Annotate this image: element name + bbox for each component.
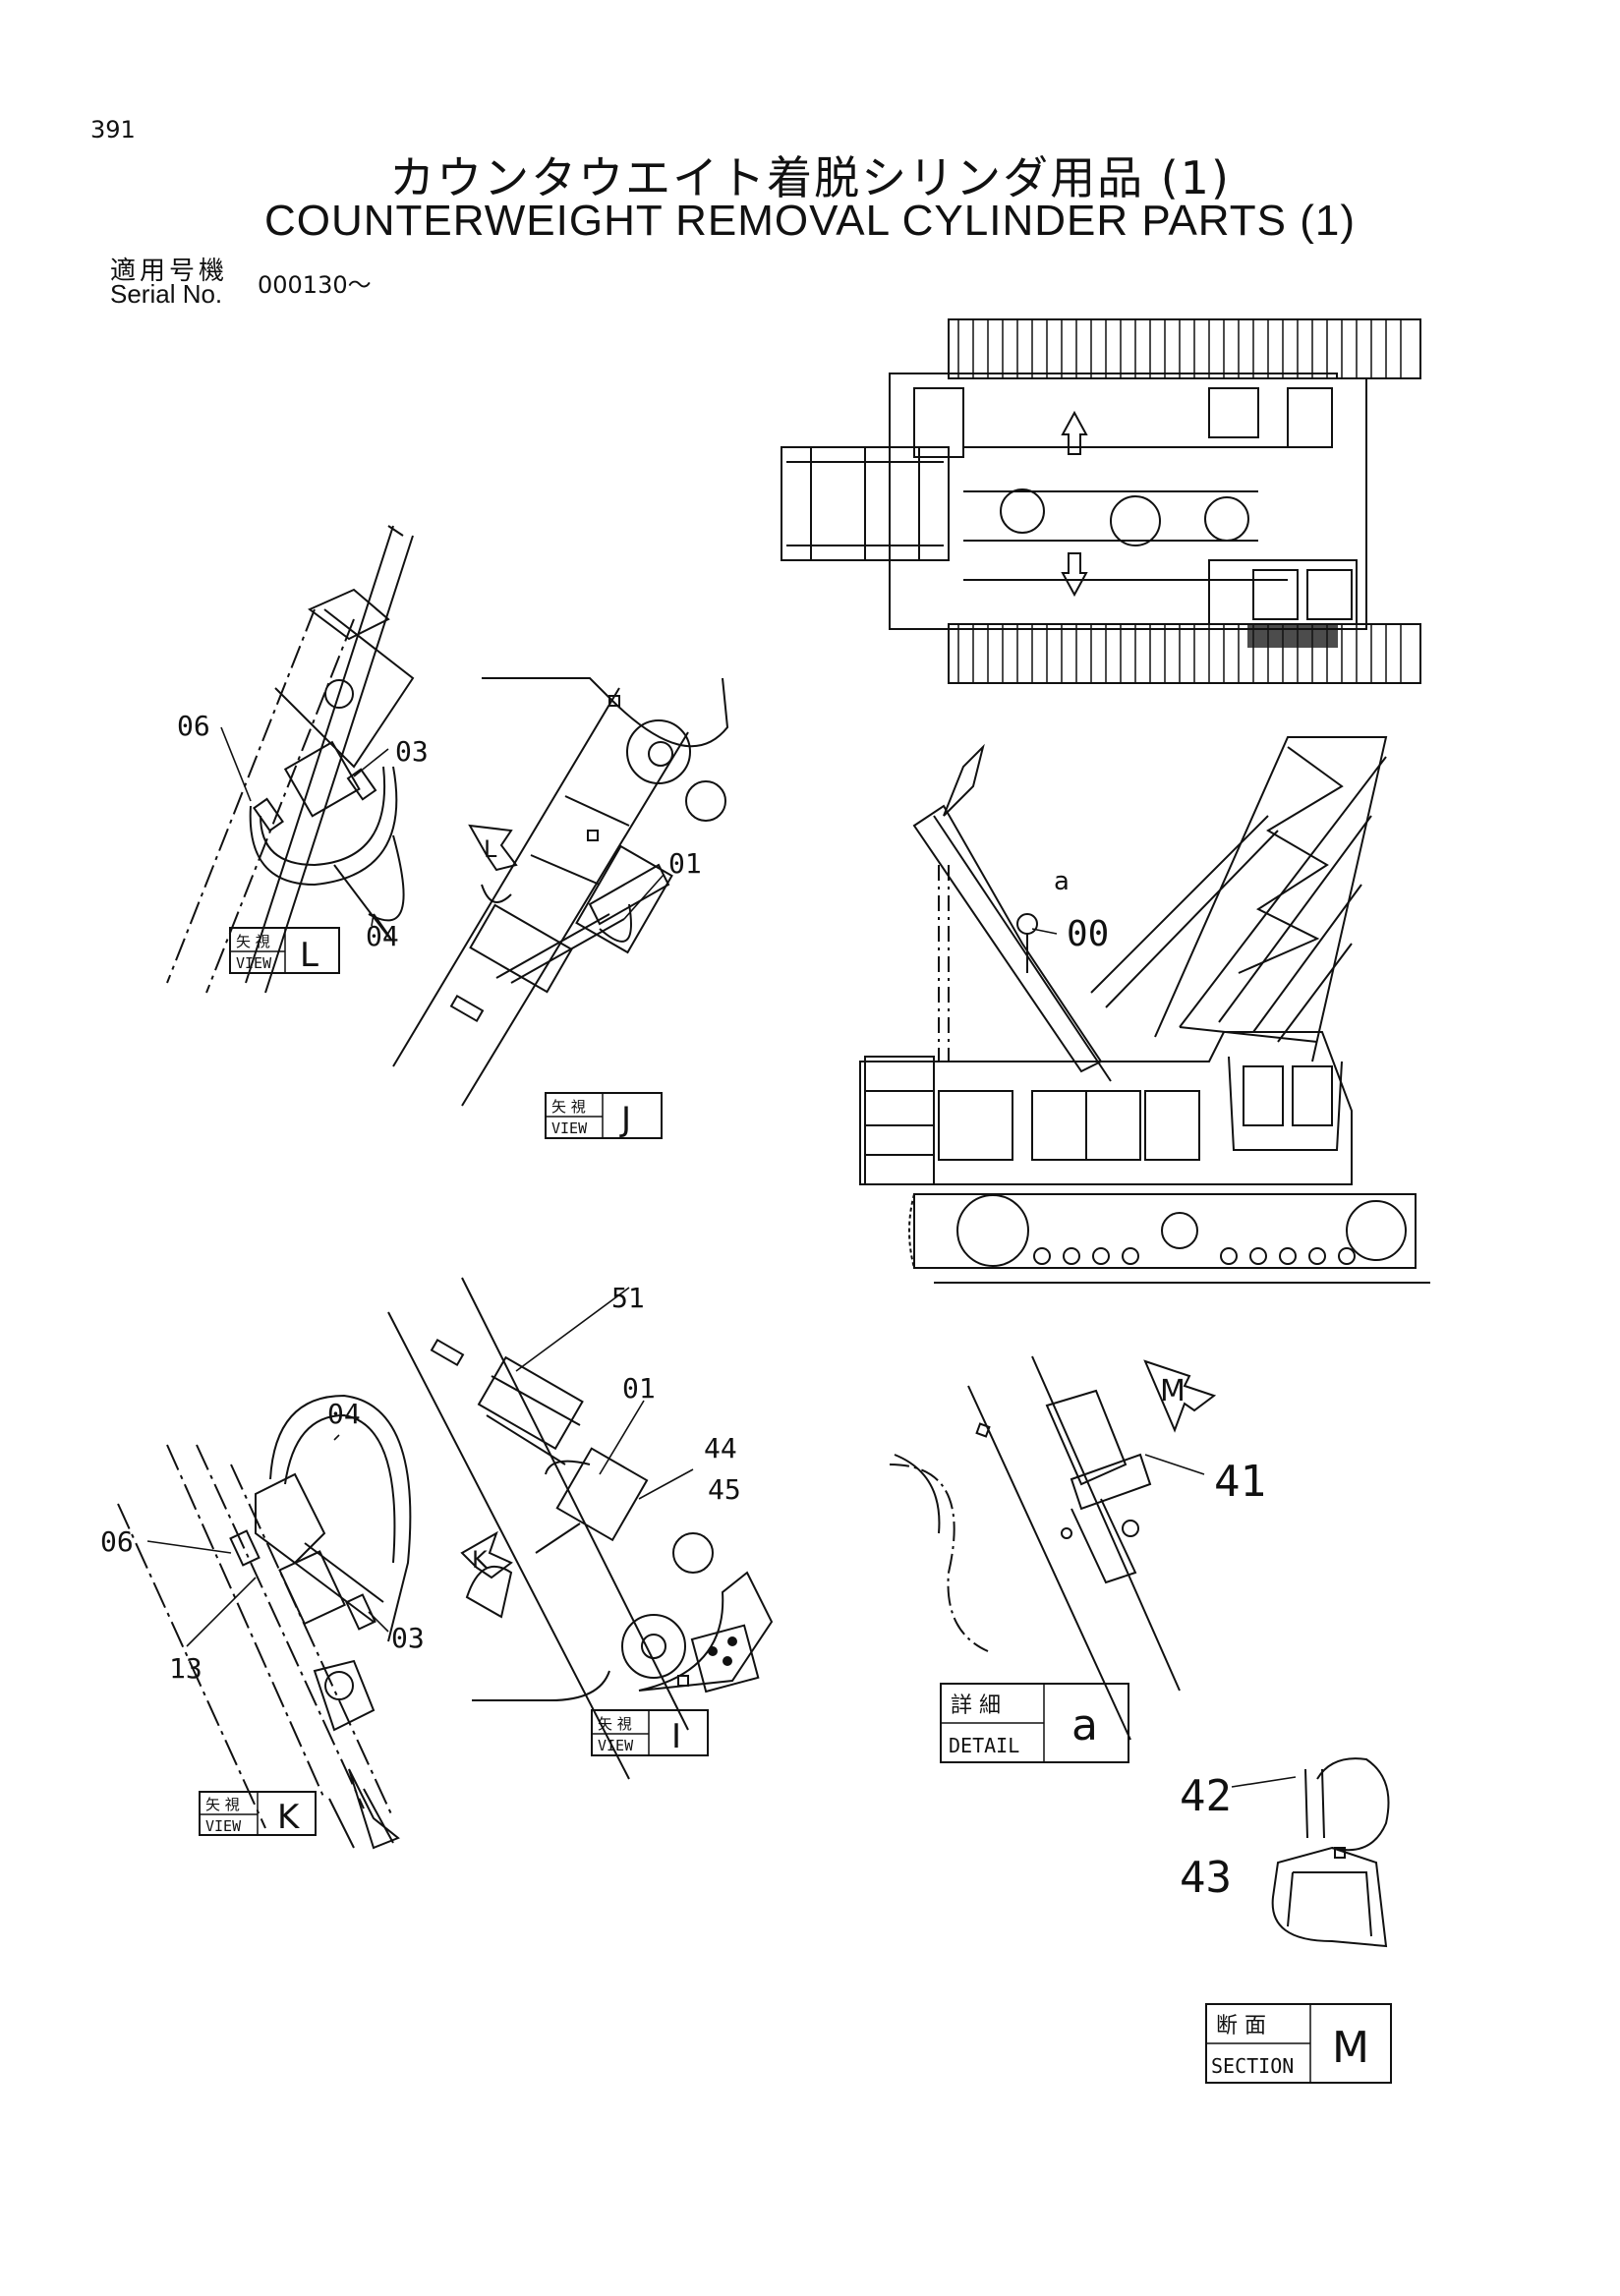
callout-06-view-L: 06 — [177, 710, 210, 742]
callout-00: 00 — [1067, 914, 1109, 954]
view-J-label-en: VIEW — [551, 1119, 588, 1137]
view-I-drawing — [387, 1277, 774, 1780]
detail-a-label-jp: 詳 細 — [951, 1693, 1001, 1718]
view-K-drawing — [117, 1394, 412, 1850]
arrow-L-letter: L — [484, 835, 497, 863]
view-L-label-jp: 矢 視 — [236, 933, 270, 950]
callout-13: 13 — [169, 1652, 202, 1685]
callout-43: 43 — [1180, 1853, 1232, 1903]
detail-a-letter: a — [1071, 1700, 1098, 1751]
callout-04-view-L: 04 — [366, 920, 399, 952]
view-J-letter: J — [619, 1100, 631, 1139]
crane-side-view — [859, 736, 1430, 1284]
view-J-drawing — [392, 676, 729, 1107]
section-M-drawing — [1271, 1757, 1390, 1948]
label-boxes — [199, 927, 1392, 2084]
detail-a-label-en: DETAIL — [949, 1734, 1019, 1757]
view-I-label-jp: 矢 視 — [598, 1715, 632, 1733]
callout-41: 41 — [1214, 1457, 1266, 1507]
arrow-K-letter: K — [472, 1546, 489, 1574]
view-a-marker: a — [1054, 867, 1070, 896]
callout-06-view-K: 06 — [100, 1525, 134, 1558]
view-I-label-en: VIEW — [598, 1737, 634, 1754]
page-title-english: COUNTERWEIGHT REMOVAL CYLINDER PARTS (1) — [263, 197, 1356, 245]
callout-45: 45 — [708, 1473, 741, 1506]
page-title-japanese: カウンタウエイト着脱シリンダ用品 (1) — [389, 151, 1231, 204]
view-J-label-jp: 矢 視 — [551, 1098, 586, 1116]
crane-top-view — [781, 318, 1421, 684]
callout-01-view-J: 01 — [668, 847, 702, 880]
callout-04-view-K: 04 — [327, 1398, 361, 1430]
view-L-label-en: VIEW — [236, 954, 272, 972]
view-K-label-jp: 矢 視 — [205, 1796, 240, 1813]
callout-03-view-L: 03 — [395, 735, 429, 768]
view-L-letter: L — [300, 936, 318, 975]
section-M-letter: M — [1332, 2023, 1369, 2073]
leader-lines — [146, 726, 1297, 1788]
serial-number-range: 000130～ — [258, 271, 372, 299]
section-M-label-jp: 断 面 — [1216, 2014, 1266, 2038]
section-M-label-en: SECTION — [1211, 2054, 1294, 2078]
callout-01-view-I: 01 — [622, 1372, 656, 1405]
serial-label-japanese: 適用号機 — [110, 257, 229, 286]
callout-44: 44 — [704, 1432, 737, 1464]
view-K-label-en: VIEW — [205, 1817, 242, 1835]
callout-03-view-K: 03 — [391, 1622, 425, 1654]
view-K-letter: K — [277, 1798, 301, 1837]
callout-42: 42 — [1180, 1771, 1232, 1821]
serial-label-english: Serial No. — [110, 279, 223, 309]
callout-51: 51 — [611, 1282, 645, 1314]
detail-a-drawing — [889, 1355, 1217, 1741]
view-I-letter: I — [671, 1717, 681, 1756]
arrow-M-letter: M — [1160, 1374, 1186, 1408]
page-number: 391 — [90, 116, 136, 144]
